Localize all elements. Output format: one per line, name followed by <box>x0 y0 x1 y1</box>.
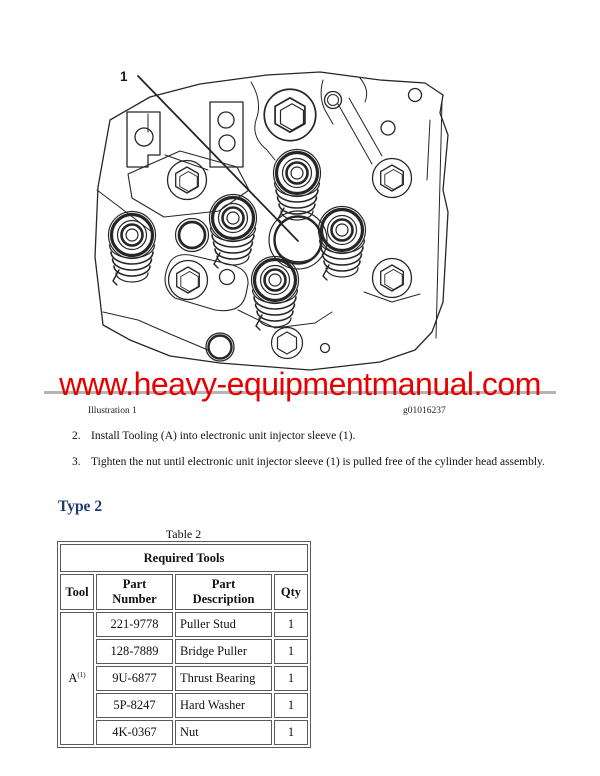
description-cell: Bridge Puller <box>175 639 272 664</box>
hex-plug-bottom <box>270 326 304 360</box>
caption-divider <box>44 391 556 394</box>
part-number-cell: 4K-0367 <box>96 720 173 745</box>
injector-sleeve <box>106 209 158 287</box>
empty-bore-left <box>174 217 210 253</box>
injector-sleeve <box>249 254 301 332</box>
hex-plug-right-top <box>371 157 413 199</box>
mounting-bracket-middle <box>209 101 244 168</box>
mounting-bracket-left <box>126 111 161 168</box>
table-row: A(1) 221-9778 Puller Stud 1 <box>60 612 308 745</box>
illustration-caption-id: g01016237 <box>403 406 446 416</box>
description-cell: Hard Washer <box>175 693 272 718</box>
column-header-tool: Tool <box>60 574 94 610</box>
description-cell: Nut <box>175 720 272 745</box>
description-cell: Puller Stud <box>175 612 272 637</box>
qty-cell: 1 <box>274 720 308 745</box>
tool-label: A <box>68 671 78 685</box>
qty-cell: 1 <box>274 693 308 718</box>
step-item-2: 2. Install Tooling (A) into electronic u… <box>72 429 551 444</box>
step-text: Install Tooling (A) into electronic unit… <box>91 430 356 442</box>
table-row: 128-7889 Bridge Puller 1 <box>60 639 308 664</box>
step-text: Tighten the nut until electronic unit in… <box>91 456 545 468</box>
part-number-cell: 128-7889 <box>96 639 173 664</box>
step-number: 2. <box>72 430 81 442</box>
column-header-qty: Qty <box>274 574 308 610</box>
section-heading: Type 2 <box>58 498 103 515</box>
step-item-3: 3. Tighten the nut until electronic unit… <box>72 455 551 470</box>
part-number-cell: 221-9778 <box>96 612 173 637</box>
illustration-caption-number: Illustration 1 <box>88 406 137 416</box>
tool-group-cell: A(1) <box>60 612 94 745</box>
qty-cell: 1 <box>274 612 308 637</box>
table-caption: Table 2 <box>165 527 202 541</box>
injector-sleeve <box>271 147 323 225</box>
hex-plug-left-top <box>166 159 208 201</box>
table-title: Required Tools <box>60 544 308 572</box>
hex-plug-top <box>263 88 317 142</box>
part-number-cell: 5P-8247 <box>96 693 173 718</box>
hex-plug-right-bottom <box>371 257 413 299</box>
callout-1-label: 1 <box>120 69 128 84</box>
callout-leader-line <box>137 75 299 242</box>
hex-plug-left-bottom <box>167 259 209 301</box>
footnote-marker: (1) <box>77 670 86 679</box>
required-tools-table: Required Tools Tool Part Number Part Des… <box>57 541 311 748</box>
column-header-part-number: Part Number <box>96 574 173 610</box>
table-row: 4K-0367 Nut 1 <box>60 720 308 745</box>
column-header-part-description: Part Description <box>175 574 272 610</box>
table-row: 5P-8247 Hard Washer 1 <box>60 693 308 718</box>
injector-sleeve <box>207 192 259 270</box>
injector-sleeve <box>316 204 368 282</box>
table-row: 9U-6877 Thrust Bearing 1 <box>60 666 308 691</box>
step-number: 3. <box>72 456 81 468</box>
description-cell: Thrust Bearing <box>175 666 272 691</box>
injector-bore-center <box>268 210 328 270</box>
part-number-cell: 9U-6877 <box>96 666 173 691</box>
cylinder-head-illustration: 1 <box>94 69 449 371</box>
qty-cell: 1 <box>274 639 308 664</box>
watermark-text: www.heavy-equipmentmanual.com <box>59 366 541 402</box>
head-outline <box>94 71 449 371</box>
qty-cell: 1 <box>274 666 308 691</box>
